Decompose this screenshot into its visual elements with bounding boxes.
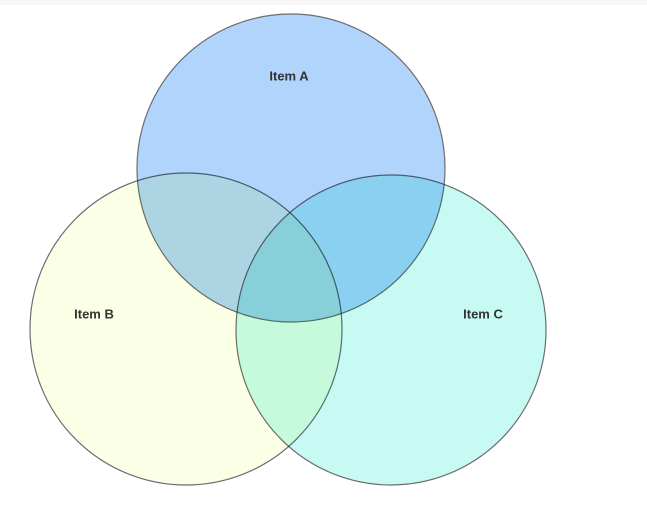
label-item-b: Item B: [74, 306, 114, 322]
label-item-c: Item C: [463, 306, 503, 322]
top-bar: [0, 0, 647, 5]
label-item-a: Item A: [269, 68, 309, 84]
circle-item-a: [136, 13, 446, 323]
